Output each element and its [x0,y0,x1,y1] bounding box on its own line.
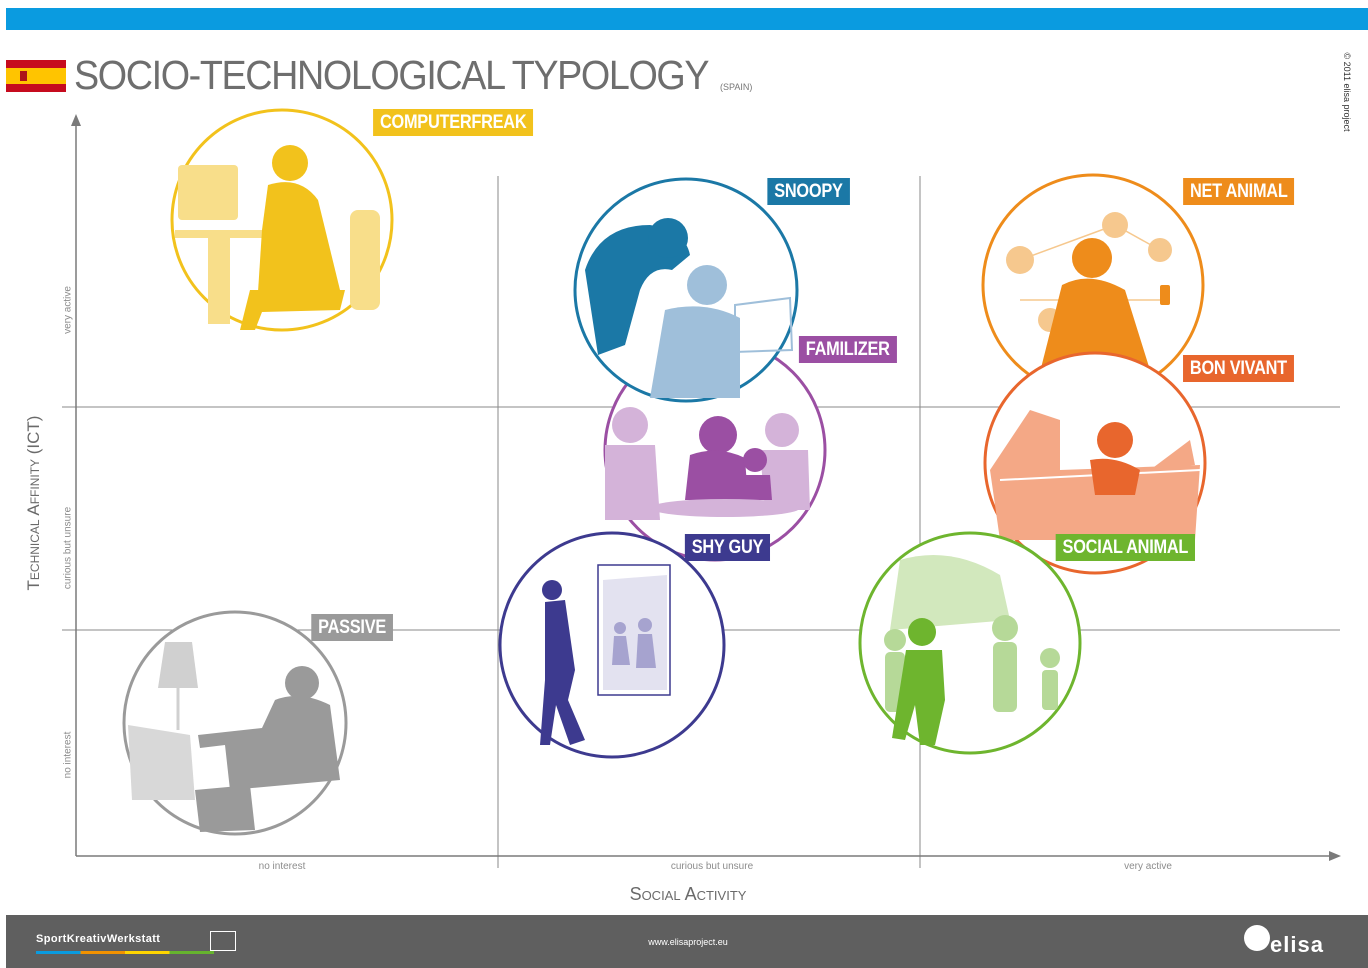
typology-matrix [62,108,1341,868]
brand-color-stripe [36,951,214,954]
label-bon-vivant: BON VIVANT [1183,355,1294,382]
y-tick-label: no interest [62,731,74,779]
x-axis-title: Social Activity [629,884,747,904]
elisa-logo-text: elisa [1270,932,1324,957]
social-animal-circle [858,531,1082,755]
y-tick-label: curious but unsure [62,506,74,590]
y-tick-label: very active [62,286,74,334]
snoopy-circle [573,177,799,403]
label-net-animal: NET ANIMAL [1182,178,1294,205]
bon-vivant-circle [983,351,1207,575]
brand-square-icon [210,931,236,951]
label-familizer: FAMILIZER [799,336,897,363]
label-passive: PASSIVE [311,614,393,641]
group-walking-in-forest-icon [884,555,1060,745]
person-looking-over-shoulder-icon [585,218,794,398]
page-title: SOCIO-TECHNOLOGICAL TYPOLOGY [74,52,710,98]
passive-circle [122,610,348,836]
y-axis-arrow [71,114,81,126]
x-axis-arrow [1329,851,1341,861]
top-color-bar [6,8,1368,30]
y-axis-title: Technical Affinity (ICT) [24,415,43,591]
person-on-phone-network-icon [1006,212,1172,372]
x-tick-label: very active [1124,861,1172,872]
label-social-animal: SOCIAL ANIMAL [1055,534,1195,561]
page-subtitle: (SPAIN) [720,82,753,92]
person-driving-car-icon [990,410,1201,540]
label-computerfreak: COMPUTERFREAK [372,109,533,136]
family-at-table-icon [605,407,810,520]
spain-flag-icon [6,60,66,92]
x-tick-label: curious but unsure [670,861,754,872]
x-tick-label: no interest [258,861,306,872]
person-looking-out-window-icon [540,564,671,745]
elisa-logo-icon [1244,925,1270,951]
person-at-computer-icon [175,145,380,330]
footer-bar: SportKreativWerkstatt www.elisaproject.e… [6,915,1368,968]
label-shy-guy: SHY GUY [684,534,770,561]
shy-guy-circle [498,531,726,759]
footer-url[interactable]: www.elisaproject.eu [648,937,728,947]
label-snoopy: SNOOPY [766,178,849,205]
computerfreak-circle [170,108,394,332]
person-in-armchair-icon [128,642,340,832]
sportkreativwerkstatt-logo: SportKreativWerkstatt [36,933,161,945]
net-animal-circle [981,173,1205,397]
